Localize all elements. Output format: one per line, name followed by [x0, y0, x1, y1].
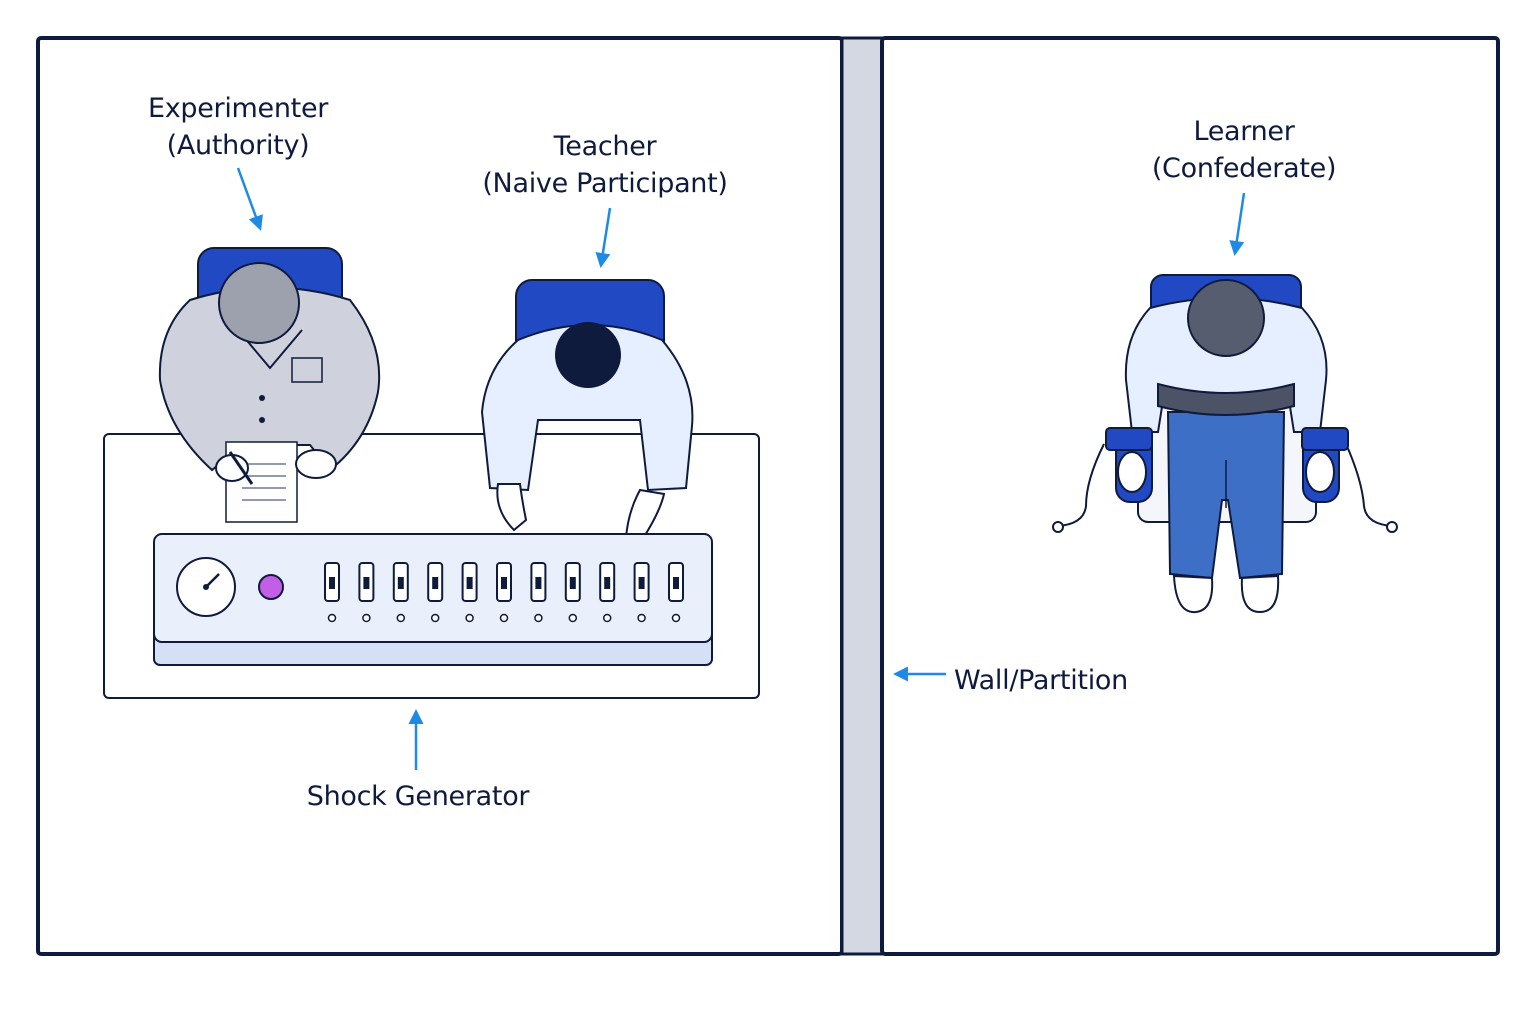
label-wall: Wall/Partition: [954, 665, 1128, 696]
power-button[interactable]: [258, 574, 284, 600]
shock-switch-5[interactable]: [461, 562, 478, 623]
wall-partition: [840, 36, 884, 956]
switch-indicator-9: [602, 613, 612, 623]
left-wrist-strap: [1105, 427, 1153, 451]
arrow-experimenter: [236, 167, 263, 231]
label-teacher: Teacher (Naive Participant): [460, 128, 750, 202]
shock-switch-10[interactable]: [633, 562, 650, 623]
right-wrist-strap: [1301, 427, 1349, 451]
shock-switch-2[interactable]: [358, 562, 375, 623]
shock-switch-1[interactable]: [324, 562, 340, 623]
shock-switch-6[interactable]: [496, 562, 512, 623]
switch-indicator-4: [430, 613, 440, 623]
label-learner: Learner (Confederate): [1124, 113, 1364, 187]
switch-indicator-8: [568, 613, 578, 623]
experimenter-lab-coat: [158, 286, 381, 472]
learner-role: (Confederate): [1151, 153, 1337, 184]
learner-strap: [1157, 382, 1295, 416]
experimenter-head: [218, 262, 300, 344]
shock-switch-8[interactable]: [564, 562, 581, 623]
switch-indicator-11: [671, 613, 681, 623]
arrow-teacher: [595, 207, 612, 268]
experimenter-role: (Authority): [166, 130, 310, 161]
pen: [228, 451, 254, 485]
shock-switch-9[interactable]: [599, 562, 616, 623]
label-shock-generator: Shock Generator: [306, 781, 530, 812]
experimenter-name: Experimenter: [147, 93, 329, 124]
learner-name: Learner: [1193, 116, 1295, 147]
teacher-role: (Naive Participant): [482, 168, 728, 199]
shock-generator: [153, 533, 713, 666]
shock-switch-4[interactable]: [427, 562, 444, 623]
learner-head: [1187, 279, 1265, 357]
switch-indicator-1: [327, 613, 337, 623]
switch-indicator-10: [637, 613, 646, 623]
shock-switch-7[interactable]: [530, 562, 547, 623]
switch-indicator-3: [396, 613, 406, 623]
label-experimenter: Experimenter (Authority): [118, 90, 358, 164]
teacher-name: Teacher: [553, 131, 657, 162]
teacher-figure: [480, 279, 694, 542]
switch-indicator-2: [362, 613, 371, 623]
clipboard-paper: [225, 441, 298, 523]
learner-figure: [1052, 274, 1398, 614]
switch-indicator-5: [465, 613, 474, 623]
shock-switch-11[interactable]: [668, 562, 684, 623]
arrow-learner: [1229, 192, 1246, 256]
switch-indicator-6: [499, 613, 509, 623]
shock-switch-3[interactable]: [392, 562, 409, 623]
switch-indicator-7: [534, 613, 543, 623]
teacher-head: [555, 322, 621, 388]
experimenter-figure: [158, 247, 381, 523]
